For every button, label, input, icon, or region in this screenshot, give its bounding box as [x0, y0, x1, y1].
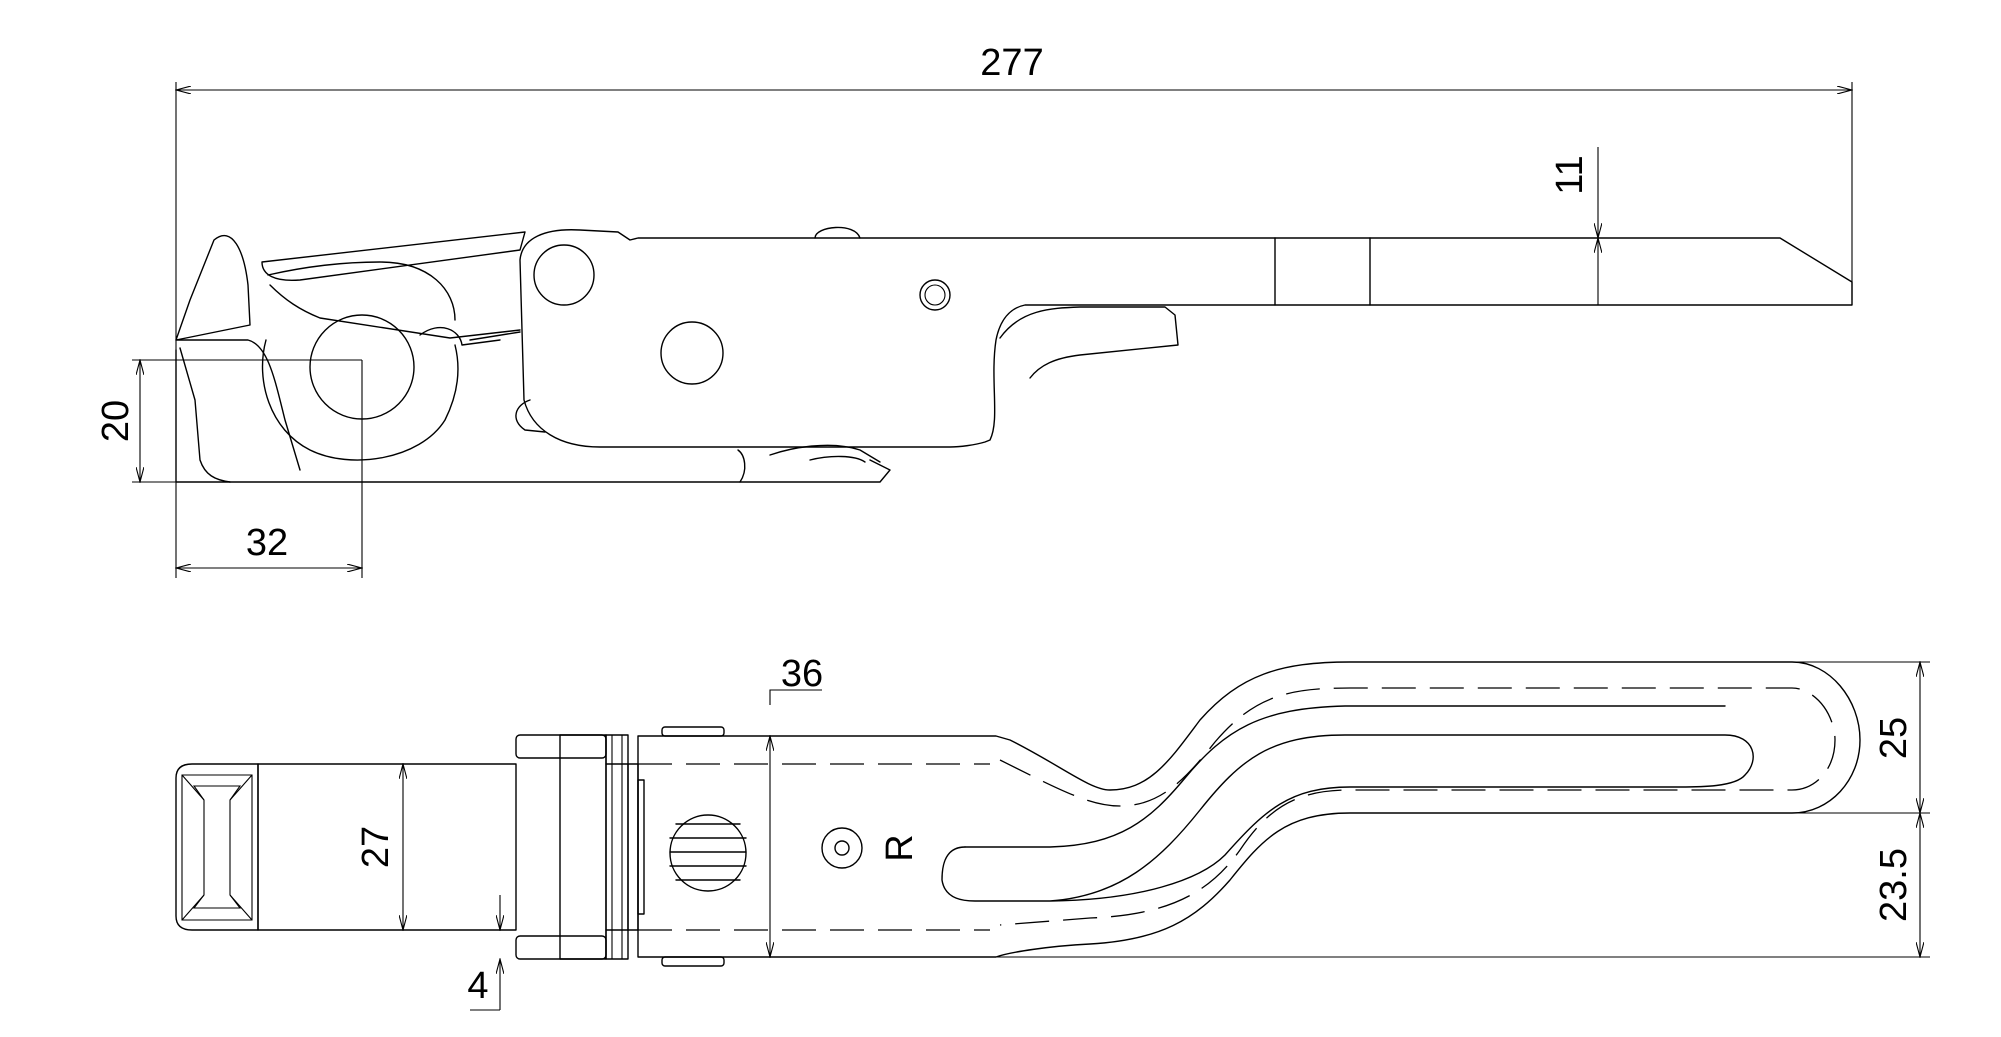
top-view: R 36 27 4 25 23.5 — [175, 653, 1930, 1011]
adjust-screw — [669, 814, 747, 892]
dim-text-hook-height: 20 — [95, 400, 137, 442]
pivot-hole-lower — [660, 321, 724, 385]
rivet-small — [919, 279, 951, 311]
hand-marking-label: R — [879, 834, 921, 861]
dim-text-latch-width: 27 — [355, 826, 397, 868]
hook-arm — [261, 231, 526, 341]
rivet-inner — [834, 840, 850, 856]
dim-text-gap: 4 — [467, 965, 488, 1007]
hook-cradle — [175, 234, 891, 483]
lever-body — [519, 226, 1853, 448]
dimension-overall-length: 277 — [176, 42, 1852, 350]
dim-text-upper-offset: 25 — [1873, 717, 1915, 759]
dim-text-lower-offset: 23.5 — [1873, 848, 1915, 922]
dim-text-body-width: 36 — [781, 653, 823, 695]
rivet-outer — [821, 827, 863, 869]
body-plate: R — [637, 661, 1861, 967]
dimension-right-offsets: 25 23.5 — [996, 662, 1930, 957]
hinge-block — [515, 734, 645, 960]
dimension-body-width: 36 — [770, 653, 823, 957]
pivot-hole-upper — [533, 244, 595, 306]
dimension-latch-width: 27 — [355, 764, 403, 930]
dimension-lever-thickness: 11 — [1549, 147, 1598, 305]
dim-text-hook-offset: 32 — [246, 522, 288, 564]
dimension-hook-height: 20 — [95, 360, 362, 482]
dimension-hook-offset: 32 — [176, 360, 362, 578]
dim-text-lever-thickness: 11 — [1549, 155, 1591, 194]
dim-text-overall-length: 277 — [980, 42, 1043, 84]
latch-head — [175, 763, 517, 931]
dimension-gap: 4 — [467, 895, 500, 1011]
side-view: 277 — [95, 42, 1852, 578]
